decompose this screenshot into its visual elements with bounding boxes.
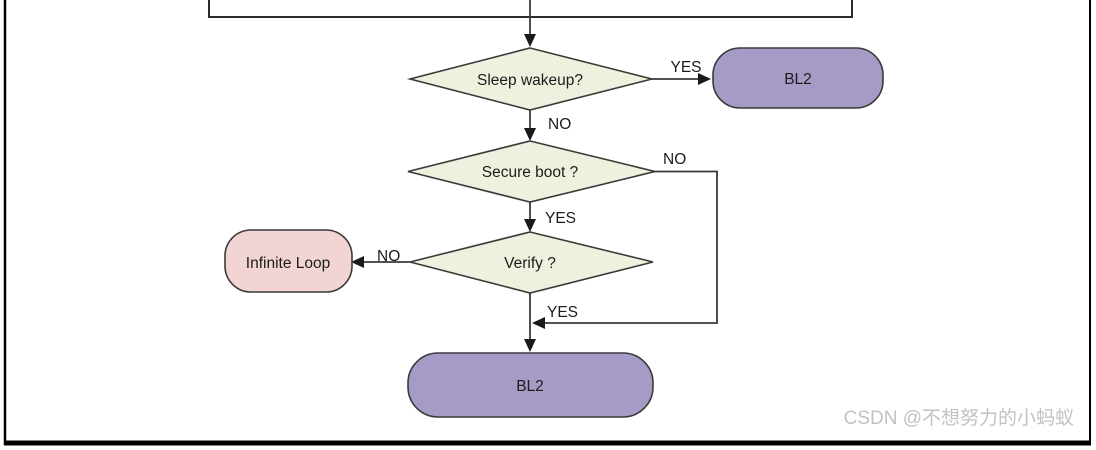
csdn-watermark: CSDN @不想努力的小蚂蚁	[844, 407, 1074, 429]
terminal-shape	[224, 229, 353, 293]
edge-sleep-yes-to-bl2	[652, 73, 711, 85]
decision-label: Sleep wakeup?	[477, 72, 583, 89]
edge-label-verify-yes: YES	[547, 304, 578, 321]
arrow-down-icon	[524, 339, 536, 352]
edge-verify-yes-to-bl2	[524, 293, 536, 352]
edge-sleep-no-to-secure	[524, 110, 536, 141]
connector-polyline	[545, 170, 718, 324]
arrow-right-icon	[698, 73, 711, 85]
arrow-left-icon	[351, 256, 364, 268]
arrow-down-icon	[524, 219, 536, 232]
arrow-left-icon	[532, 317, 545, 329]
terminal-shape	[407, 352, 654, 418]
terminal-label: BL2	[784, 71, 812, 88]
decision-diamond	[407, 140, 656, 203]
terminal-bl2-top: BL2	[712, 47, 884, 109]
decision-label: Secure boot ?	[482, 164, 579, 181]
decision-secure-boot: Secure boot ?	[407, 140, 656, 203]
arrow-down-icon	[524, 128, 536, 141]
terminal-label: BL2	[516, 378, 544, 395]
outer-frame	[3, 0, 1091, 446]
decision-diamond	[406, 47, 653, 111]
edge-label-verify-no: NO	[377, 248, 400, 265]
edge-secure-yes-to-verify	[524, 202, 536, 232]
terminal-bl2-bottom: BL2	[407, 352, 654, 418]
edge-label-sleep-no: NO	[548, 116, 571, 133]
edge-label-secure-no: NO	[663, 151, 686, 168]
edge-label-secure-yes: YES	[545, 210, 576, 227]
edge-process-to-sleep	[524, 0, 536, 47]
decision-verify: Verify ?	[409, 231, 654, 294]
edge-verify-no-to-infinite-loop	[351, 256, 410, 268]
terminal-label: Infinite Loop	[246, 255, 330, 272]
terminal-infinite-loop: Infinite Loop	[224, 229, 353, 293]
terminal-shape	[712, 47, 884, 109]
decision-label: Verify ?	[504, 255, 556, 272]
decision-diamond	[409, 231, 654, 294]
edge-label-sleep-yes: YES	[670, 59, 701, 76]
arrow-down-icon	[524, 34, 536, 47]
edge-secure-no-loop	[532, 170, 718, 329]
decision-sleep-wakeup: Sleep wakeup?	[406, 47, 653, 111]
